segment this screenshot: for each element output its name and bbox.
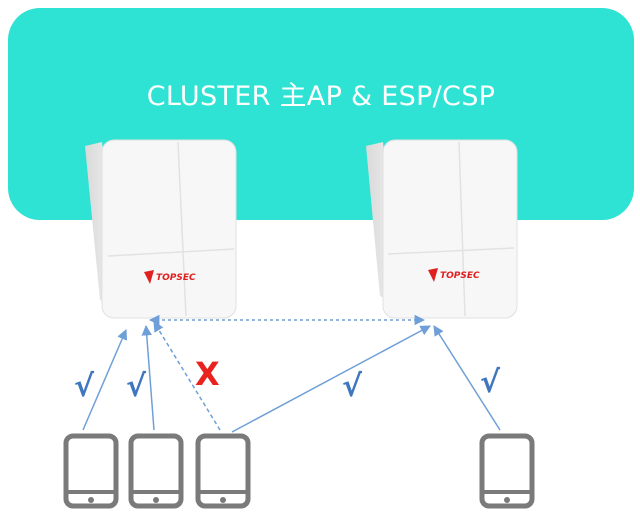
check-mark: √	[342, 369, 363, 404]
connection-links	[82, 314, 501, 433]
link-phone3-ap2	[231, 325, 431, 433]
access-point-icon: TOPSEC	[85, 139, 237, 319]
smartphone-icon	[128, 433, 184, 509]
brand-label: TOPSEC	[440, 271, 480, 281]
access-point-icon: TOPSEC	[366, 139, 518, 319]
link-phone1-ap1	[82, 329, 128, 431]
check-mark: √	[480, 365, 501, 400]
link-phone4-ap2	[433, 325, 501, 431]
topsec-logo: TOPSEC	[428, 268, 480, 282]
smartphone-icon	[195, 433, 251, 509]
smartphone-icon	[479, 433, 535, 509]
link-phone2-ap1	[141, 324, 155, 431]
brand-label: TOPSEC	[156, 273, 196, 283]
check-mark: √	[74, 369, 95, 404]
link-phone3-ap1-denied	[153, 321, 221, 431]
smartphone-icon	[63, 433, 119, 509]
cluster-title: CLUSTER 主AP & ESP/CSP	[146, 81, 496, 112]
check-mark: √	[126, 369, 147, 404]
topsec-logo: TOPSEC	[144, 270, 196, 284]
cross-mark: X	[195, 355, 220, 393]
